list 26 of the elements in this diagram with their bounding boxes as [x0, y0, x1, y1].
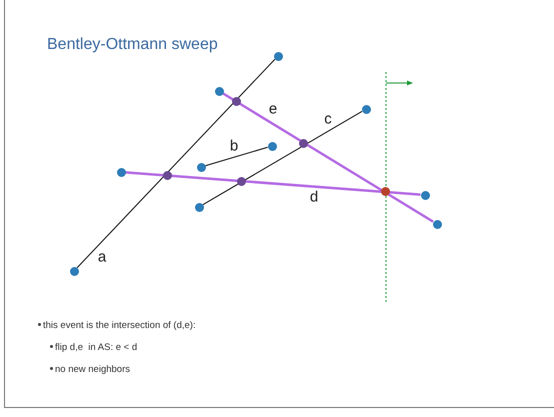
bullet-text: no new neighbors — [55, 364, 130, 375]
intersection-dot — [236, 176, 246, 186]
line-segment — [125, 171, 421, 196]
intersection-dot — [298, 138, 308, 148]
endpoint-dot — [432, 220, 442, 228]
intersection-dot — [232, 96, 240, 106]
line-segment — [204, 146, 268, 166]
event-point — [380, 186, 390, 196]
endpoint-dot — [274, 52, 282, 60]
endpoint-dot — [70, 266, 78, 276]
endpoint-dot — [214, 86, 224, 96]
line-segment — [222, 92, 434, 223]
line-segment — [76, 58, 276, 268]
bullet-text: this event is the intersection of (d,e): — [43, 320, 196, 331]
bullet-text: flip d,e in AS: e < d — [55, 342, 138, 353]
endpoint-dot — [196, 162, 206, 172]
endpoint-dot — [268, 142, 276, 150]
endpoint-dot — [420, 190, 430, 200]
edge-label: b — [228, 138, 240, 154]
endpoint-dot — [362, 104, 370, 114]
endpoint-dot — [194, 202, 204, 212]
endpoint-dot — [116, 168, 126, 176]
intersection-dot — [162, 170, 172, 180]
line-segment — [202, 110, 363, 206]
edge-label: d — [308, 190, 320, 204]
slide-title: Bentley-Ottmann sweep — [47, 36, 218, 54]
